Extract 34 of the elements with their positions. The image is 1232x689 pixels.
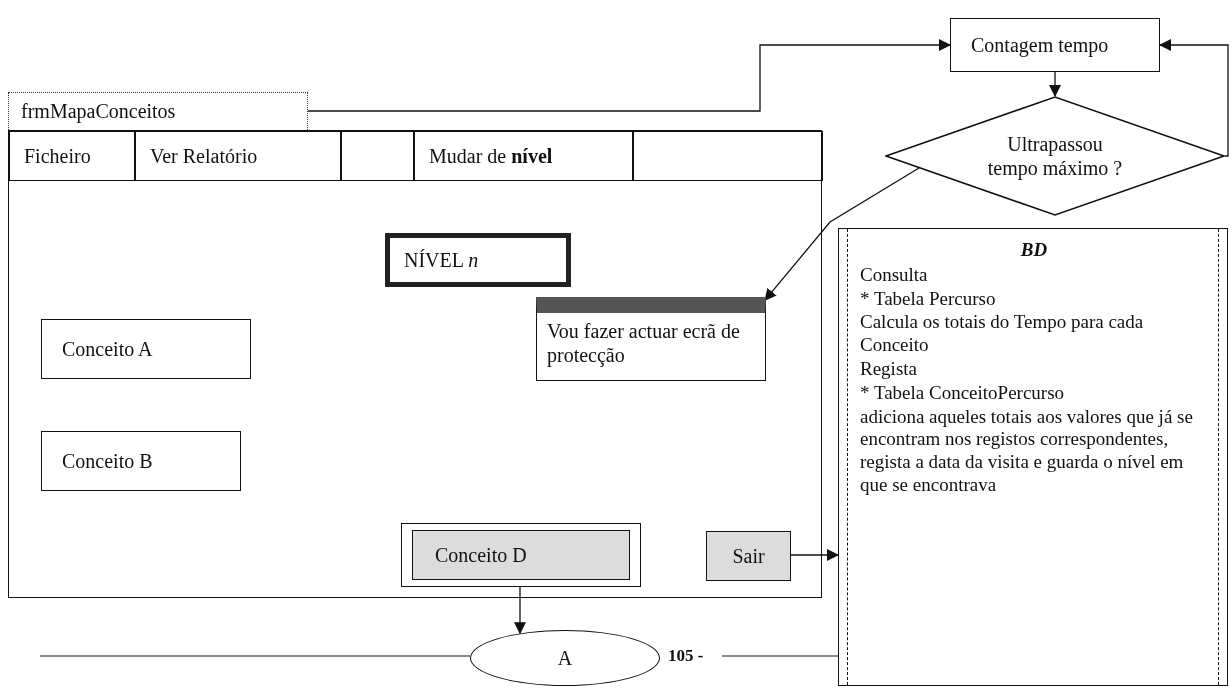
menu-item: Mudar de nível — [414, 131, 633, 181]
note-text: Regista — [860, 358, 918, 381]
form-window — [8, 130, 822, 598]
concept-button: Conceito D — [412, 530, 630, 580]
menu-item: Ver Relatório — [135, 131, 341, 181]
arrow — [764, 167, 920, 301]
window-title-tab: frmMapaConceitos — [8, 92, 308, 130]
concept-box: Conceito A — [41, 319, 251, 379]
arrow — [307, 39, 951, 112]
message-text: Vou fazer actuar ecrã de protecção — [546, 319, 741, 369]
concept-button-frame — [401, 523, 641, 587]
menu-item: Ficheiro — [9, 131, 135, 181]
menu-item — [341, 131, 414, 181]
menu-item — [633, 131, 823, 181]
level-box: NÍVEL n — [385, 233, 571, 287]
connector-ellipse: A — [470, 630, 660, 686]
note-text: Consulta — [860, 263, 929, 287]
process-box: Contagem tempo — [950, 18, 1160, 72]
arrow — [1049, 71, 1061, 97]
note-text: * Tabela ConceitoPercurso — [860, 381, 1066, 405]
note-text: Calcula os totais do Tempo para cada Conceito — [860, 311, 1145, 357]
note-text: * Tabela Percurso — [860, 287, 997, 311]
database-note — [838, 228, 1228, 686]
concept-box: Conceito B — [41, 431, 241, 491]
arrow — [1159, 39, 1229, 157]
arrow — [789, 549, 839, 561]
exit-button: Sair — [706, 531, 791, 581]
note-heading: BD — [1019, 239, 1049, 262]
decision-diamond — [885, 96, 1225, 216]
arrow — [514, 585, 526, 635]
note-text: adiciona aqueles totais aos valores que já se encontram nos registos correspondentes, regista a data da visita e guarda o nível em que se encontrava — [860, 405, 1194, 497]
decision-text: Ultrapassou tempo máximo ? — [986, 132, 1124, 180]
message-box — [536, 297, 766, 381]
page-number: 105 - — [668, 646, 704, 666]
